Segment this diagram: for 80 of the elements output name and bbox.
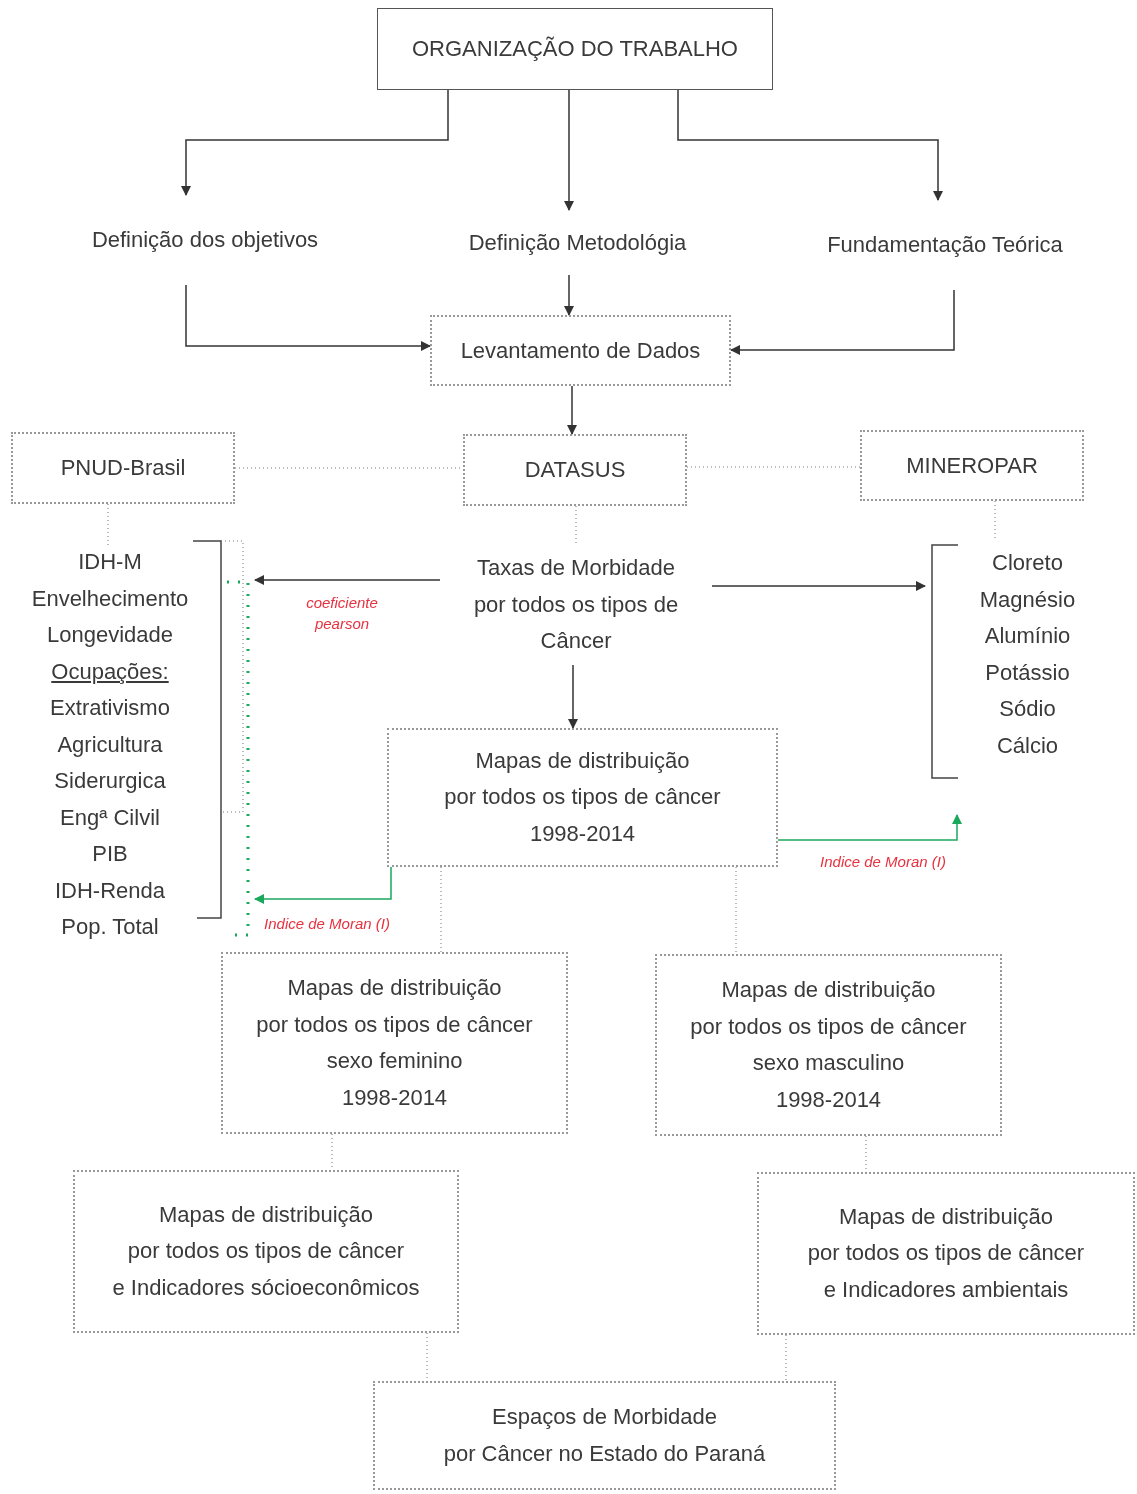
node-text: 1998-2014	[341, 1083, 448, 1112]
arrow	[777, 814, 962, 841]
process-box	[221, 952, 568, 1134]
process-box	[373, 1381, 836, 1490]
node-text: Potássio	[985, 658, 1070, 687]
node-text: 1998-2014	[529, 819, 636, 848]
connector-line	[575, 505, 577, 546]
process-box	[860, 430, 1084, 501]
node-text: Siderurgica	[54, 767, 166, 796]
node-text: Magnésio	[979, 585, 1076, 614]
arrow	[677, 89, 943, 201]
arrow	[564, 89, 574, 211]
node-text: Cloreto	[992, 549, 1063, 577]
process-box	[655, 954, 1002, 1136]
node-text: sexo feminino	[326, 1047, 463, 1075]
node-text: Ocupações:	[51, 657, 169, 686]
edge-label: Indice de Moran (I)	[263, 914, 391, 934]
title-box	[377, 8, 773, 90]
connector-line	[686, 466, 861, 468]
connector-line	[440, 866, 442, 953]
process-box	[11, 432, 235, 504]
node-text: Agricultura	[57, 730, 163, 759]
node-text: por todos os tipos de câncer	[690, 1012, 967, 1041]
process-box	[387, 728, 778, 867]
node-text: Cálcio	[996, 731, 1059, 760]
node-text: Engª Cilvil	[60, 803, 160, 832]
arrow	[568, 664, 578, 729]
node-text: Mapas de distribuição	[721, 976, 936, 1004]
node-text: e Indicadores ambientais	[823, 1275, 1069, 1304]
arrow	[730, 289, 955, 355]
process-box	[757, 1172, 1135, 1335]
node-text: sexo masculino	[752, 1049, 905, 1077]
process-box	[73, 1170, 459, 1333]
node-text: Definição dos objetivos	[91, 226, 319, 254]
node-text: IDH-M	[78, 548, 142, 577]
arrow	[181, 89, 449, 196]
arrow	[567, 385, 577, 435]
node-text: Mapas de distribuição	[475, 746, 690, 775]
node-text: Mapas de distribuição	[287, 974, 502, 1002]
arrow	[711, 581, 926, 591]
connector-line	[994, 500, 996, 541]
arrow	[185, 284, 431, 351]
node-text: 1998-2014	[775, 1085, 882, 1114]
node-text: por Câncer no Estado do Paraná	[443, 1439, 766, 1468]
node-text: Definição Metodológia	[468, 228, 687, 257]
arrow	[254, 575, 441, 585]
node-text: e Indicadores sócioeconômicos	[112, 1273, 420, 1302]
node-text: por todos os tipos de câncer	[256, 1010, 533, 1039]
node-text: PNUD-Brasil	[60, 454, 186, 482]
node-text: Longevidade	[47, 621, 173, 650]
edge-label: coeficiente pearson	[305, 593, 379, 634]
arrow	[564, 274, 574, 316]
node-text: por todos os tipos de câncer	[444, 783, 721, 812]
node-text: PIB	[92, 840, 128, 869]
node-text: Fundamentação Teórica	[827, 231, 1063, 259]
node-text: Mapas de distribuição	[839, 1202, 1053, 1231]
node-text: por todos os tipos de câncer	[127, 1237, 405, 1266]
node-text: Taxas de Morbidade	[476, 554, 676, 583]
connector-line	[107, 503, 109, 546]
node-text: Levantamento de Dados	[460, 336, 701, 365]
node-text: Mapas de distribuição	[159, 1200, 373, 1229]
node-text: Câncer	[540, 627, 612, 656]
node-text: Sódio	[999, 695, 1056, 723]
node-text: Envelhecimento	[31, 584, 189, 613]
node-text: Alumínio	[984, 622, 1071, 650]
connector-line	[735, 866, 737, 955]
node-text: Espaços de Morbidade	[492, 1403, 717, 1431]
node-text: Pop. Total	[61, 913, 159, 942]
node-text: por todos os tipos de	[473, 590, 679, 619]
arrow	[254, 866, 392, 904]
process-box	[430, 315, 731, 386]
node-text: DATASUS	[524, 456, 626, 484]
node-text: por todos os tipos de câncer	[807, 1239, 1085, 1268]
node-text: MINEROPAR	[906, 451, 1038, 480]
edge-label: Indice de Moran (I)	[819, 852, 947, 872]
process-box	[463, 434, 687, 506]
node-text: Extrativismo	[50, 694, 170, 723]
node-text: IDH-Renda	[54, 876, 165, 905]
connector-line	[785, 1334, 787, 1382]
node-text: ORGANIZAÇÃO DO TRABALHO	[412, 35, 738, 63]
